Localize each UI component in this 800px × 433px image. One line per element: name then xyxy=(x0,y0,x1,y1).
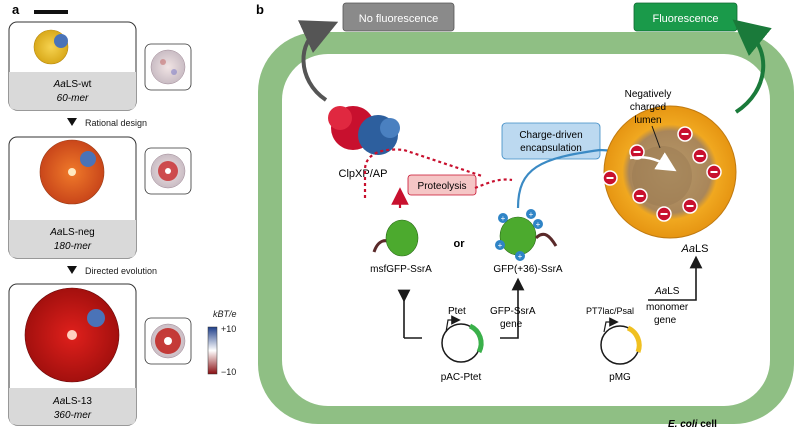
no-fluorescence-label: No fluorescence xyxy=(359,13,439,25)
aals-monomer-label-1: AaLS xyxy=(654,286,680,297)
proteolysis-dotted-link xyxy=(474,178,513,190)
arrow-to-fluorescence xyxy=(732,19,772,114)
charge-driven-label-1: Charge-driven xyxy=(519,130,582,141)
aals-cage xyxy=(603,105,737,239)
step-label-rational-design: Rational design xyxy=(85,118,147,128)
clpxp-label: ClpXP/AP xyxy=(339,168,388,180)
svg-text:360-mer: 360-mer xyxy=(54,410,92,421)
proteolysis-label: Proteolysis xyxy=(418,181,467,192)
msfgfp-label: msfGFP-SsrA xyxy=(370,264,432,275)
lumen-label-1: Negatively xyxy=(625,89,672,100)
step-label-directed-evolution: Directed evolution xyxy=(85,266,157,276)
svg-text:+: + xyxy=(498,241,503,250)
clpxp-protease xyxy=(328,106,400,155)
aals-label: AaLS xyxy=(681,243,709,255)
svg-text:AaLS-wt: AaLS-wt xyxy=(53,79,92,90)
lumen-label-3: lumen xyxy=(634,115,661,126)
arrow-to-no-fluorescence xyxy=(297,20,339,102)
minus-sign xyxy=(633,151,641,153)
minus-sign xyxy=(681,133,689,135)
svg-text:+: + xyxy=(529,210,534,219)
subunit-highlight xyxy=(54,34,68,48)
variant-card-neg: AaLS-neg 180-mer xyxy=(8,136,137,259)
charge-driven-box xyxy=(501,122,601,160)
gfp36-label: GFP(+36)-SsrA xyxy=(493,264,563,275)
colorbar-max: +10 xyxy=(221,324,236,334)
arrow-down-icon xyxy=(67,118,77,126)
gfp36-ssra-protein: + + + + + xyxy=(495,209,558,261)
or-label: or xyxy=(454,238,466,250)
colorbar-min: −10 xyxy=(221,367,236,377)
pmg-plasmid xyxy=(600,317,642,365)
svg-text:180-mer: 180-mer xyxy=(54,241,92,252)
lumen-label-2: charged xyxy=(630,102,666,113)
minus-sign xyxy=(710,171,718,173)
scale-bar xyxy=(34,10,68,14)
variant-name-italic: Aa xyxy=(53,79,67,90)
pac-label: pAC-Ptet xyxy=(441,372,482,383)
cell-label: E. coli cell xyxy=(668,419,717,430)
colorbar: kBT/e +10 −10 xyxy=(207,309,237,377)
variant-card-13: AaLS-13 360-mer xyxy=(8,283,137,426)
no-fluorescence-box xyxy=(342,2,455,32)
promoter2-label: PT7lac/Psal xyxy=(586,306,634,316)
svg-text:AaLS-neg: AaLS-neg xyxy=(49,227,94,238)
minus-sign xyxy=(686,205,694,207)
charge-driven-label-2: encapsulation xyxy=(520,143,582,154)
surface-card-13 xyxy=(144,317,192,365)
arrow-to-aals xyxy=(648,255,703,301)
negative-charges xyxy=(602,126,722,222)
svg-text:+: + xyxy=(501,214,506,223)
panel-a-label: a xyxy=(12,2,20,17)
svg-text:+: + xyxy=(518,252,523,261)
variant-stoichiometry: 60-mer xyxy=(57,93,89,104)
lumen-pointer xyxy=(651,125,661,149)
monomer-label: monomer xyxy=(646,302,689,313)
minus-sign xyxy=(696,155,704,157)
encapsulation-inner-arrow xyxy=(629,152,677,172)
pac-plasmid xyxy=(441,315,484,363)
fluorescence-label: Fluorescence xyxy=(652,13,718,25)
fluorescence-box xyxy=(633,2,738,32)
proteolysis-dotted-path xyxy=(363,148,483,198)
variant-card-wt: AaLS-wt 60-mer xyxy=(8,21,137,111)
minus-sign xyxy=(636,195,644,197)
gfp-gene-label-2: gene xyxy=(500,319,523,330)
gfp-gene-label-1: GFP-SsrA xyxy=(490,306,536,317)
pmg-label: pMG xyxy=(609,372,631,383)
panel-b-label: b xyxy=(256,2,264,17)
ptet-label: Ptet xyxy=(448,306,466,317)
arrow-to-gfp36 xyxy=(500,277,525,339)
msfgfp-ssra-protein xyxy=(372,219,419,257)
svg-text:AaLS-13: AaLS-13 xyxy=(52,396,92,407)
minus-sign xyxy=(606,177,614,179)
minus-sign xyxy=(660,213,668,215)
monomer-gene-label: gene xyxy=(654,315,677,326)
arrow-down-icon xyxy=(67,266,77,274)
surface-card-wt xyxy=(144,43,192,91)
variant-name: LS-wt xyxy=(66,79,92,90)
svg-text:+: + xyxy=(536,220,541,229)
surface-card-neg xyxy=(144,147,192,195)
proteolysis-box xyxy=(407,174,477,196)
colorbar-title: kBT/e xyxy=(213,309,237,319)
